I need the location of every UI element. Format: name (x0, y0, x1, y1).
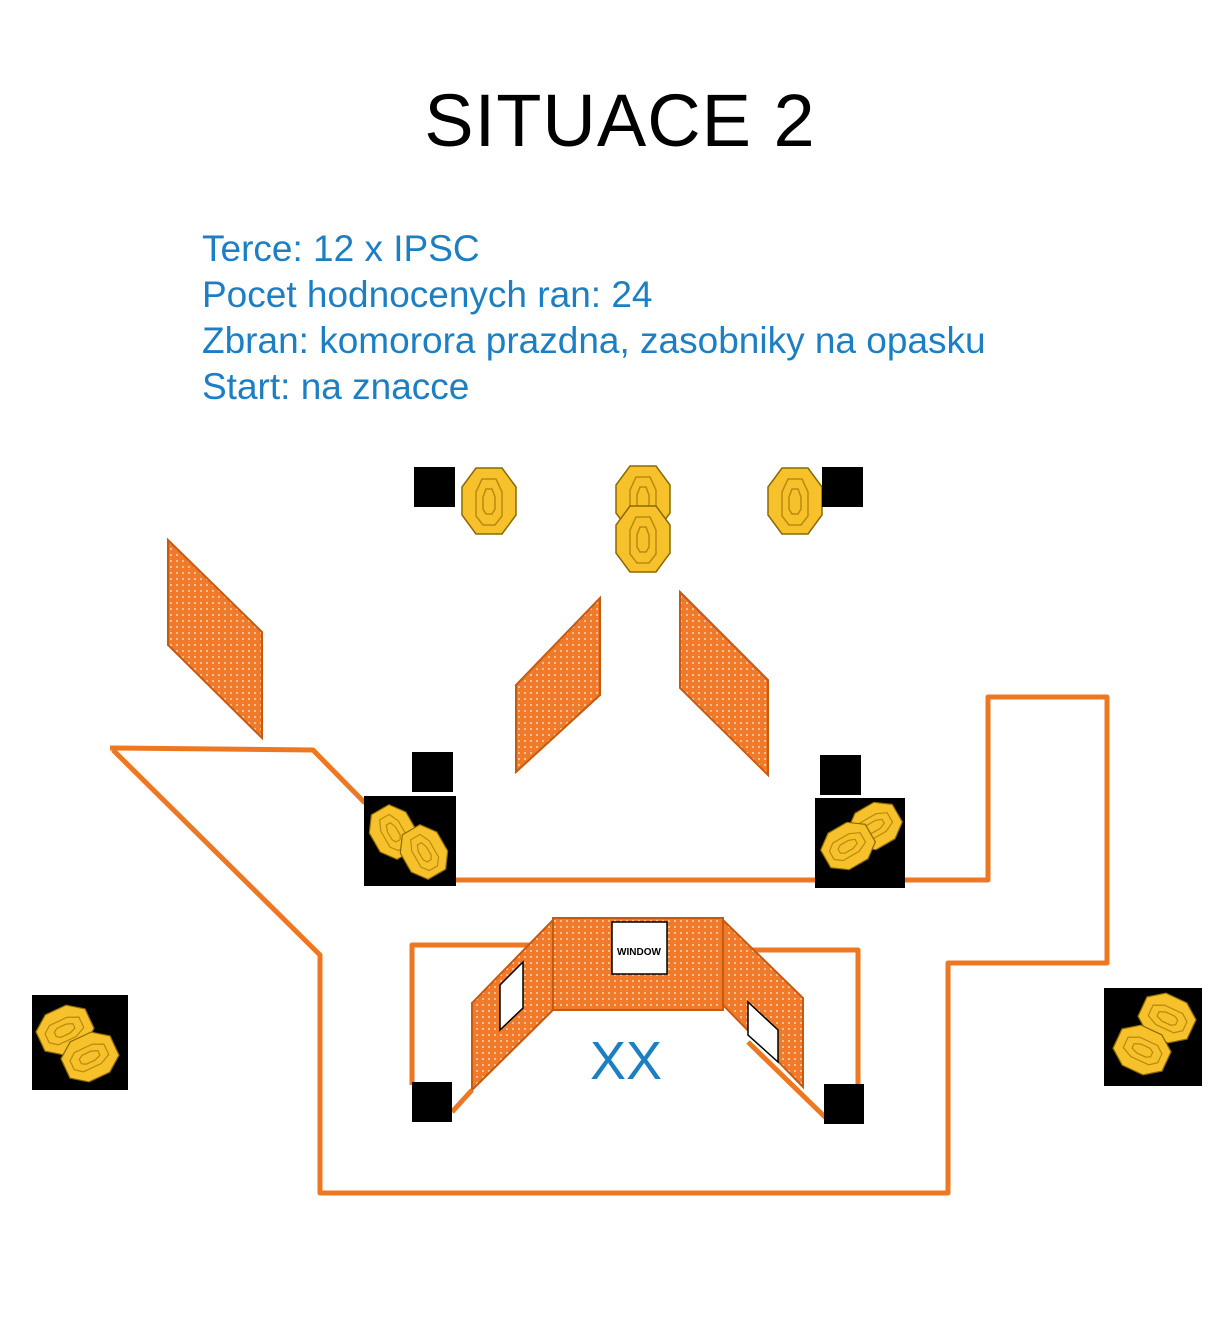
info-rounds: Pocet hodnocenych ran: 24 (202, 274, 653, 315)
window-opening-right (747, 1000, 779, 1064)
stage-title: SITUACE 2 (424, 79, 816, 162)
ipsc-target-top-right (767, 467, 823, 535)
barrier-center-right (679, 589, 769, 778)
start-position-mark: XX (590, 1031, 663, 1091)
inner-right-wall (725, 947, 861, 1085)
info-start: Start: na znacce (202, 366, 470, 407)
left-diagonal-wall (111, 694, 1110, 1196)
inner-left-wall (409, 942, 555, 1085)
fault-line-left-diagonal (450, 1088, 474, 1114)
window-structure: WINDOW (471, 917, 804, 1093)
no-shoot-mid-right (820, 755, 861, 795)
no-shoot-mid-left (412, 752, 453, 792)
fault-line-right-diagonal (746, 1040, 828, 1120)
window-label: WINDOW (617, 947, 661, 958)
window-opening-left (499, 960, 524, 1032)
no-shoot-top-right (822, 467, 863, 507)
no-shoot-bottom-left (412, 1082, 452, 1122)
no-shoot-bottom-right (824, 1084, 864, 1124)
window-wall-right (722, 917, 804, 1090)
barrier-center-left (515, 595, 601, 775)
info-weapon: Zbran: komorora prazdna, zasobniky na op… (202, 320, 986, 361)
range-walls (109, 694, 1110, 1196)
info-targets: Terce: 12 x IPSC (202, 228, 480, 269)
no-shoot-top-left (414, 467, 455, 507)
stage-info: Terce: 12 x IPSC Pocet hodnocenych ran: … (202, 226, 986, 410)
left-wall (109, 745, 367, 805)
ipsc-target-top-left (461, 467, 517, 535)
ipsc-target-top-center-2 (615, 505, 671, 573)
barrier-far-left (167, 537, 263, 741)
window-opening-center (611, 921, 668, 975)
